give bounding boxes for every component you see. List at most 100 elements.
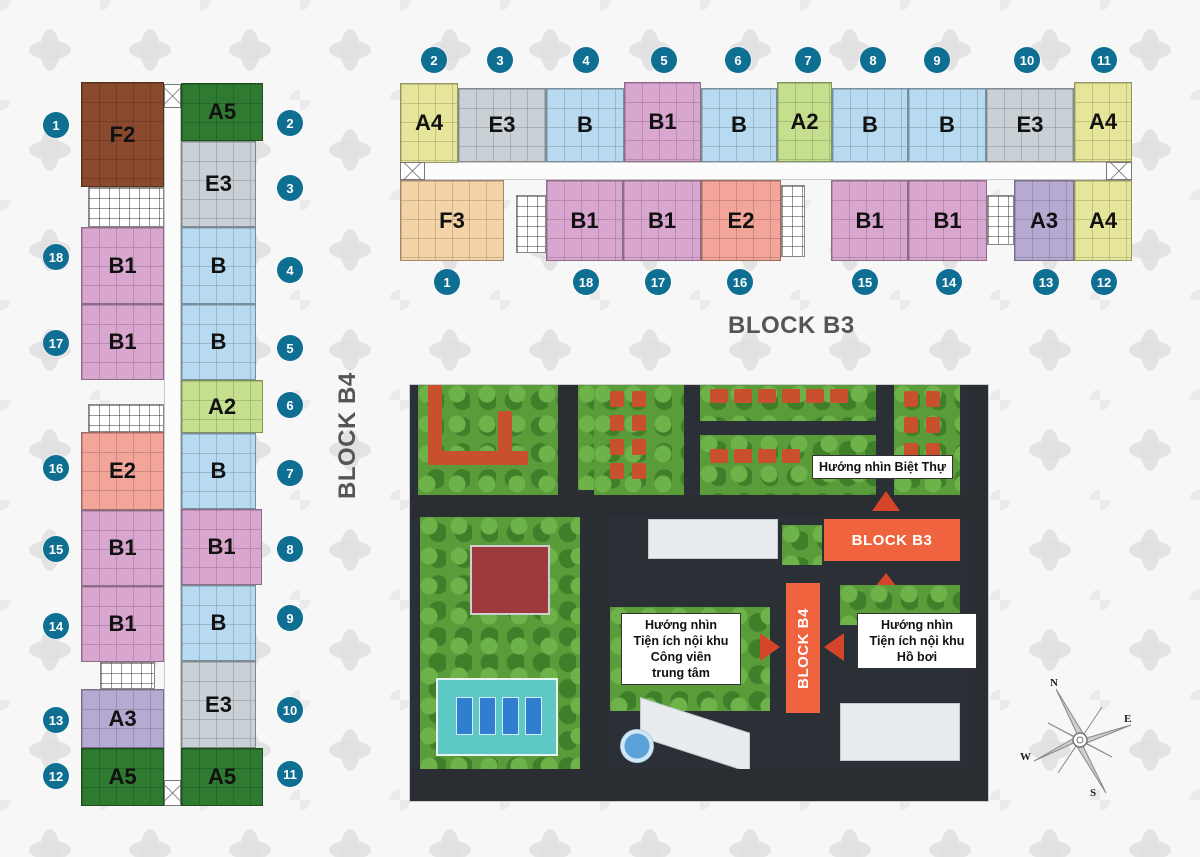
compass-s-label: S xyxy=(1090,787,1097,799)
villa-19 xyxy=(904,391,918,407)
b3-unit-a2-7[interactable]: A2 xyxy=(777,82,832,162)
block-b3-title: BLOCK B3 xyxy=(728,312,855,339)
b4-badge-15: 15 xyxy=(43,536,69,562)
b3-unit-a4-12[interactable]: A4 xyxy=(1074,180,1132,261)
b3-unit-b1-15[interactable]: B1 xyxy=(831,180,908,261)
villa-18 xyxy=(782,449,800,463)
b3-unit-b1-17[interactable]: B1 xyxy=(623,180,701,261)
b3-unit-b1-5[interactable]: B1 xyxy=(624,82,701,162)
b3-unit-b1-14[interactable]: B1 xyxy=(908,180,987,261)
site-courtyard xyxy=(782,525,822,565)
b3-badge-13: 13 xyxy=(1033,269,1059,295)
compass-n-label: N xyxy=(1050,677,1058,689)
b4-unit-a5-11[interactable]: A5 xyxy=(181,748,263,806)
callout-park-view: Hướng nhìn Tiện ích nội khu Công viên tr… xyxy=(621,613,741,685)
building-neighbor xyxy=(648,519,778,559)
b3-unit-e3-3[interactable]: E3 xyxy=(458,88,546,162)
villa-9 xyxy=(710,389,728,403)
b4-unit-b-7[interactable]: B xyxy=(181,433,256,509)
site-map: BLOCK B3 BLOCK B4 Hướng nhìn Biệt Thự Hư… xyxy=(409,384,989,802)
b4-badge-18: 18 xyxy=(43,244,69,270)
b4-unit-e3-3[interactable]: E3 xyxy=(181,141,256,227)
site-block-b4[interactable]: BLOCK B4 xyxy=(786,583,820,713)
b4-unit-b-5[interactable]: B xyxy=(181,304,256,380)
b3-badge-3: 3 xyxy=(487,47,513,73)
b3-unit-a4-2[interactable]: A4 xyxy=(400,83,458,163)
b3-badge-11: 11 xyxy=(1091,47,1117,73)
b3-badge-15: 15 xyxy=(852,269,878,295)
site-block-b3[interactable]: BLOCK B3 xyxy=(824,519,960,561)
villa-21 xyxy=(904,417,918,433)
b4-badge-5: 5 xyxy=(277,335,303,361)
b4-stair-core-bottom xyxy=(100,662,155,689)
b3-stair-core-mid xyxy=(781,185,805,257)
b3-badge-17: 17 xyxy=(645,269,671,295)
b4-stair-core-mid xyxy=(88,404,164,432)
b3-badge-1: 1 xyxy=(434,269,460,295)
b3-badge-18: 18 xyxy=(573,269,599,295)
b4-badge-14: 14 xyxy=(43,613,69,639)
callout-pool-view: Hướng nhìn Tiện ích nội khu Hồ bơi xyxy=(857,613,977,669)
b3-elevator-left xyxy=(400,162,425,180)
b3-badge-16: 16 xyxy=(727,269,753,295)
villa-15 xyxy=(710,449,728,463)
site-road-horizontal xyxy=(410,495,988,517)
b3-badge-12: 12 xyxy=(1091,269,1117,295)
b4-badge-16: 16 xyxy=(43,455,69,481)
b3-unit-b-4[interactable]: B xyxy=(546,88,624,162)
compass-icon xyxy=(1033,688,1132,794)
b4-badge-10: 10 xyxy=(277,697,303,723)
b3-unit-b-8[interactable]: B xyxy=(832,88,908,162)
villa-22 xyxy=(926,417,940,433)
b4-unit-a2-6[interactable]: A2 xyxy=(181,380,263,433)
b4-unit-e3-10[interactable]: E3 xyxy=(181,661,256,748)
b4-unit-b1-18[interactable]: B1 xyxy=(81,227,164,304)
b3-unit-f3-1[interactable]: F3 xyxy=(400,180,504,261)
b4-corridor xyxy=(164,84,181,806)
villa-17 xyxy=(758,449,776,463)
villa-5 xyxy=(610,439,624,455)
site-path-red-2 xyxy=(428,451,528,465)
b4-unit-b1-8[interactable]: B1 xyxy=(181,509,262,585)
villa-6 xyxy=(632,439,646,455)
villa-2 xyxy=(632,391,646,407)
b3-unit-a4-11[interactable]: A4 xyxy=(1074,82,1132,162)
b3-badge-8: 8 xyxy=(860,47,886,73)
b4-unit-b1-14[interactable]: B1 xyxy=(81,586,164,662)
villa-20 xyxy=(926,391,940,407)
b4-unit-a5-2[interactable]: A5 xyxy=(181,83,263,141)
site-road-vertical-mid xyxy=(582,517,606,787)
site-road-vertical-right xyxy=(966,385,988,801)
villa-12 xyxy=(782,389,800,403)
b4-stair-core-top xyxy=(88,187,164,227)
b3-badge-2: 2 xyxy=(421,47,447,73)
villa-11 xyxy=(758,389,776,403)
b3-unit-a3-13[interactable]: A3 xyxy=(1014,180,1074,261)
b4-unit-b-4[interactable]: B xyxy=(181,227,256,304)
b4-badge-2: 2 xyxy=(277,110,303,136)
compass-rose: N E S W xyxy=(1020,675,1140,805)
b4-unit-b1-17[interactable]: B1 xyxy=(81,304,164,380)
b4-unit-b1-15[interactable]: B1 xyxy=(81,510,164,586)
b4-unit-b-9[interactable]: B xyxy=(181,585,256,661)
site-path-red xyxy=(428,385,442,465)
b3-badge-7: 7 xyxy=(795,47,821,73)
callout-villa-view: Hướng nhìn Biệt Thự xyxy=(812,455,953,479)
b3-unit-e3-10[interactable]: E3 xyxy=(986,88,1074,162)
b3-unit-b-9[interactable]: B xyxy=(908,88,986,162)
b4-unit-a3-13[interactable]: A3 xyxy=(81,689,164,748)
b4-unit-e2-16[interactable]: E2 xyxy=(81,432,164,510)
b4-badge-4: 4 xyxy=(277,257,303,283)
b4-badge-8: 8 xyxy=(277,536,303,562)
site-median xyxy=(578,385,594,490)
b3-unit-e2-16[interactable]: E2 xyxy=(701,180,781,261)
b4-unit-f2[interactable]: F2 xyxy=(81,82,164,187)
b4-badge-12: 12 xyxy=(43,763,69,789)
villa-1 xyxy=(610,391,624,407)
b4-unit-a5-12[interactable]: A5 xyxy=(81,748,164,806)
b3-unit-b1-18[interactable]: B1 xyxy=(546,180,623,261)
b4-badge-3: 3 xyxy=(277,175,303,201)
compass-e-label: E xyxy=(1124,713,1132,725)
b3-unit-b-6[interactable]: B xyxy=(701,88,777,162)
block-b4-title: BLOCK B4 xyxy=(334,372,361,499)
